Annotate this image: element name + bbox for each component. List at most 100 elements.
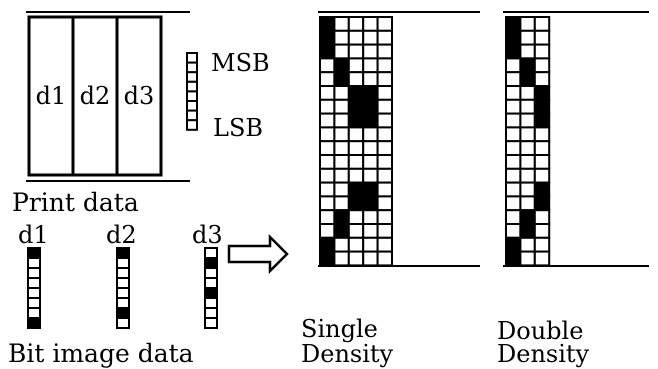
double-density-dot xyxy=(519,112,536,129)
single-density-dot xyxy=(319,29,336,46)
single-density-dot xyxy=(362,167,379,184)
bit-label-d1: d1 xyxy=(18,221,49,249)
single-density-dot xyxy=(376,236,394,253)
print-data-caption: Print data xyxy=(12,188,139,217)
bit-image-cell xyxy=(116,267,130,279)
single-density-caption-line1: Single xyxy=(301,315,378,343)
single-density-dot xyxy=(319,167,336,184)
double-density-dot xyxy=(519,98,536,115)
single-density-dot xyxy=(333,236,350,253)
single-density-dot xyxy=(362,250,379,267)
single-density-dot xyxy=(362,181,379,198)
double-density-dot xyxy=(519,250,536,267)
single-density-dot xyxy=(319,16,336,32)
double-density-dot xyxy=(519,126,536,143)
print-data-block: d1 d2 d3 Print data xyxy=(12,11,190,217)
bit-image-cell xyxy=(27,297,41,309)
single-density-dot xyxy=(376,71,394,87)
print-column-d1: d1 xyxy=(36,82,67,110)
single-density-dot xyxy=(362,85,379,101)
double-density-dot xyxy=(505,140,522,156)
single-density-dot xyxy=(376,43,394,60)
single-density-dot xyxy=(362,43,379,60)
single-density-dot xyxy=(347,43,365,60)
single-density-dot xyxy=(319,223,336,239)
double-density-dot xyxy=(505,181,522,198)
single-density-dot xyxy=(347,236,365,253)
double-density-dot xyxy=(505,71,522,87)
single-density-dot xyxy=(333,57,350,74)
bit-image-cell xyxy=(116,307,130,319)
double-density-dot xyxy=(505,29,522,46)
single-density-dot xyxy=(347,223,365,239)
single-density-dot xyxy=(319,98,336,115)
single-density-dot xyxy=(362,195,379,212)
double-density-dot xyxy=(505,85,522,101)
single-density-dot xyxy=(333,29,350,46)
print-column-d2: d2 xyxy=(80,82,111,110)
double-density-dot xyxy=(519,140,536,156)
single-density-dot xyxy=(362,223,379,239)
single-density-dot xyxy=(376,112,394,129)
double-density-dot xyxy=(519,154,536,170)
single-density-dot xyxy=(347,29,365,46)
single-density-dot xyxy=(376,57,394,74)
bit-image-cell xyxy=(204,297,218,309)
single-density-dot xyxy=(333,250,350,267)
double-density-dot xyxy=(533,43,551,60)
bit-order-cell xyxy=(186,80,198,93)
single-density-dot xyxy=(376,16,394,32)
double-density-dot xyxy=(505,98,522,115)
double-density-caption-line1: Double xyxy=(497,317,583,345)
single-density-dot xyxy=(319,140,336,156)
single-density-dot xyxy=(319,43,336,60)
single-density-dot xyxy=(362,154,379,170)
double-density-dot xyxy=(533,98,551,115)
double-density-dot xyxy=(519,209,536,225)
bit-image-cell xyxy=(27,307,41,319)
single-density-dot xyxy=(319,236,336,253)
double-density-dot xyxy=(533,85,551,101)
single-density-dot xyxy=(376,167,394,184)
double-density-dot xyxy=(533,236,551,253)
single-density-dot xyxy=(362,57,379,74)
double-density-dot xyxy=(505,250,522,267)
single-density-dot xyxy=(347,167,365,184)
double-density-dot xyxy=(533,140,551,156)
single-density-dot xyxy=(362,29,379,46)
double-density-dot xyxy=(519,43,536,60)
bit-image-caption: Bit image data xyxy=(8,339,194,368)
double-density-dot xyxy=(519,223,536,239)
single-density-dot xyxy=(362,98,379,115)
single-density-dot xyxy=(376,223,394,239)
single-density-dot xyxy=(347,16,365,32)
single-density-dot xyxy=(376,154,394,170)
lsb-label: LSB xyxy=(213,114,263,142)
print-column-d3: d3 xyxy=(124,82,155,110)
double-density-dot xyxy=(533,71,551,87)
single-density-dot xyxy=(333,112,350,129)
bit-image-cell xyxy=(27,257,41,269)
double-density-dot xyxy=(533,250,551,267)
single-density-dot xyxy=(347,71,365,87)
single-density-dot xyxy=(376,140,394,156)
bit-image-cell xyxy=(116,257,130,269)
double-density-dot xyxy=(519,16,536,32)
single-density-dot xyxy=(347,250,365,267)
bit-order-cell xyxy=(186,100,198,112)
double-density-dot xyxy=(533,223,551,239)
double-density-caption-line2: Density xyxy=(497,340,590,368)
single-density-caption-line2: Density xyxy=(301,340,394,368)
double-density-dot xyxy=(519,181,536,198)
double-density-dot xyxy=(533,57,551,74)
bit-order-cell xyxy=(186,109,198,122)
bit-image-cell xyxy=(116,287,130,299)
bit-image-cell xyxy=(116,317,130,329)
bit-image-cell xyxy=(204,317,218,329)
single-density-dot xyxy=(376,181,394,198)
double-density-dot xyxy=(505,154,522,170)
single-density-dot xyxy=(376,195,394,212)
bit-label-d2: d2 xyxy=(106,221,137,249)
single-density-dot xyxy=(347,181,365,198)
single-density-dot xyxy=(362,112,379,129)
